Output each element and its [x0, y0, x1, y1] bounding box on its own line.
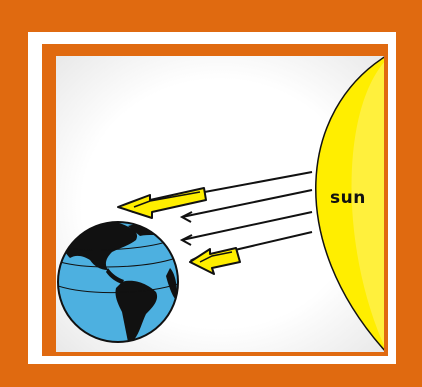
sun-label: sun [330, 188, 366, 208]
earth-globe [58, 221, 178, 342]
